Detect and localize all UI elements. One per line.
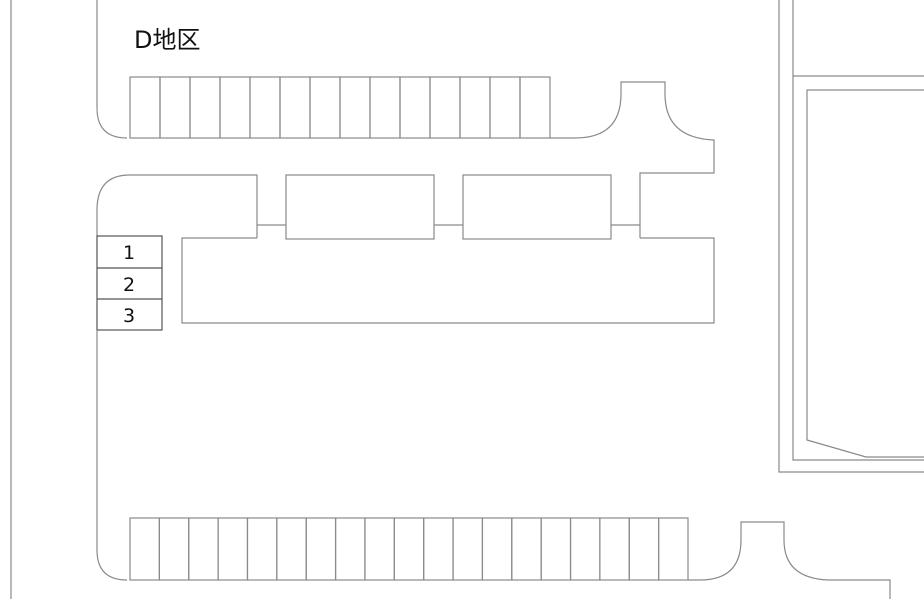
parking-stall [219,76,251,139]
building-block-1 [285,174,435,240]
bottom-curb-right [688,521,891,599]
parking-stall [452,517,484,581]
top-parking-row [129,76,551,139]
parking-stall [399,76,431,139]
parking-stall [276,517,307,581]
parking-stall [540,517,572,581]
top-curb-right [550,81,715,238]
parking-stall [423,517,454,581]
parking-stall [279,76,311,139]
building-left-curb [96,174,258,238]
district-title: D地区 [134,26,200,54]
bottom-curb-left [96,330,128,581]
parking-stall [511,517,542,581]
parking-stall [481,517,513,581]
parking-stall [339,76,371,139]
parking-stall [459,76,491,139]
parking-stall [369,76,401,139]
parking-stall [569,517,601,581]
parking-stall [658,517,689,581]
special-spot-label: 3 [123,305,135,327]
parking-stall [188,517,219,581]
bottom-parking-row [129,517,689,581]
main-building [181,237,715,324]
parking-stall [429,76,461,139]
top-curb-left [96,0,128,139]
parking-stall [217,517,249,581]
parking-stall [189,76,221,139]
right-building-core [806,89,924,458]
parking-stall [305,517,337,581]
parking-stall [129,76,161,139]
parking-stall [364,517,395,581]
special-spot-box [96,235,163,331]
parking-stall [159,76,191,139]
right-building-outer [778,0,924,473]
parking-stall [249,76,281,139]
parking-stall [628,517,660,581]
right-building-inner [792,0,924,461]
parking-stall [158,517,190,581]
parking-stall [334,517,366,581]
parking-stall [519,76,551,139]
parking-stall [309,76,341,139]
parking-stall [599,517,630,581]
parking-stall [129,517,160,581]
special-spot-label: 1 [123,242,135,264]
special-spot-label: 2 [123,274,135,296]
parking-stall [489,76,521,139]
parking-stall [246,517,278,581]
building-block-2 [462,174,612,240]
parking-stall [393,517,425,581]
